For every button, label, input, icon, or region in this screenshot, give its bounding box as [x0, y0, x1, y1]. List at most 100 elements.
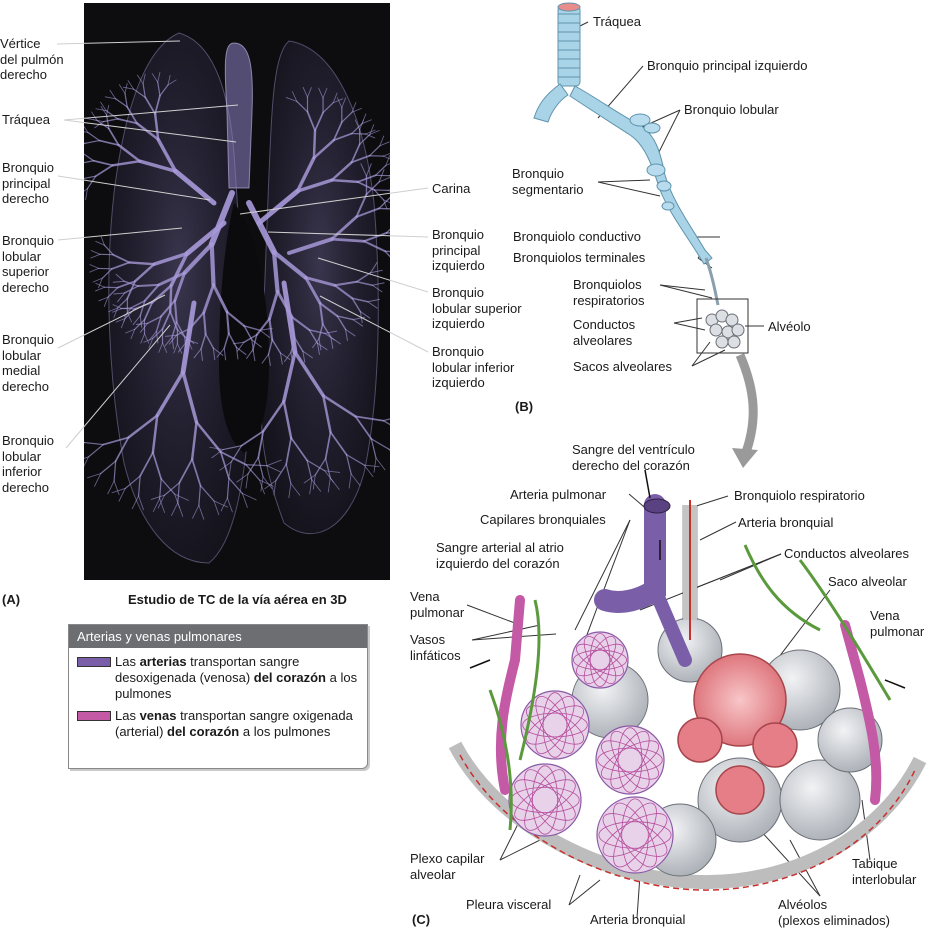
ct-bronchus-segment: [283, 352, 292, 362]
ct-bronchus-segment: [169, 251, 189, 288]
ct-bronchus-segment: [336, 97, 343, 109]
ct-bronchus-segment: [252, 334, 258, 351]
ct-bronchus-segment: [350, 473, 361, 487]
ct-bronchus-segment: [92, 277, 103, 283]
ct-bronchus-segment: [142, 73, 146, 85]
ct-bronchus-segment: [282, 400, 293, 440]
detail-box: [696, 298, 749, 354]
ct-bronchus-segment: [212, 283, 229, 314]
ct-bronchus-segment: [279, 352, 283, 365]
ct-bronchus-segment: [260, 476, 264, 492]
artery-swatch: [77, 657, 111, 667]
ct-bronchus-segment: [84, 153, 95, 162]
ct-bronchus-segment: [152, 451, 162, 480]
ct-bronchus-segment: [202, 283, 215, 314]
ct-bronchus-segment: [106, 104, 110, 116]
ct-bronchus-segment: [379, 135, 385, 147]
ct-bronchus-segment: [230, 445, 243, 463]
ct-bronchus-segment: [174, 493, 189, 501]
ct-bronchus-segment: [152, 251, 189, 266]
capillary-loop: [524, 769, 566, 831]
capillary-loop: [573, 649, 628, 671]
ct-bronchus-segment: [329, 431, 348, 456]
ct-bronchus-segment: [200, 333, 207, 350]
ct-bronchus-segment: [225, 310, 230, 335]
ct-bronchus-segment: [296, 100, 309, 113]
ct-bronchus-segment: [365, 133, 376, 139]
capillary-loop: [522, 712, 588, 738]
capillary-plexus: [508, 631, 674, 874]
ct-bronchus-segment: [268, 317, 274, 341]
label-pleura-visceral: Pleura visceral: [466, 897, 552, 912]
ct-bronchus-segment: [84, 125, 89, 133]
ct-bronchus-segment: [359, 119, 364, 131]
ct-bronchus-segment: [275, 463, 287, 482]
ct-bronchus-segment: [385, 228, 390, 234]
ct-bronchus-segment: [290, 437, 308, 462]
ct-bronchus-segment: [267, 338, 273, 356]
ct-bronchus-segment: [341, 97, 347, 109]
capillary-loop: [601, 740, 659, 780]
ct-bronchus-segment: [236, 341, 245, 352]
ct-bronchus-segment: [354, 415, 373, 440]
ct-bronchus-segment: [383, 152, 390, 157]
respiratory-bronchiole: [704, 257, 720, 306]
ct-bronchus-segment: [345, 454, 352, 475]
ct-scan-image: [84, 3, 390, 580]
vein-swatch: [77, 711, 111, 721]
ct-bronchus-segment: [89, 267, 100, 273]
ct-bronchus-segment: [325, 457, 331, 479]
ct-bronchus-segment: [102, 118, 119, 123]
ct-bronchus-segment: [171, 502, 179, 516]
ct-bronchus-segment: [190, 420, 198, 461]
ct-bronchus-segment: [200, 348, 203, 361]
ct-bronchus-segment: [321, 394, 357, 418]
ct-bronchus-segment: [157, 72, 161, 83]
ct-bronchus-segment: [84, 142, 86, 144]
ct-bronchus-segment: [157, 81, 161, 97]
capillary-loop: [535, 696, 575, 754]
ct-bronchus-segment: [271, 249, 308, 280]
ct-bronchus-segment: [219, 451, 230, 480]
ct-bronchus-segment: [324, 470, 335, 483]
ct-bronchus-segment: [365, 163, 372, 177]
ct-bronchus-segment: [171, 336, 175, 350]
capillary-loop: [583, 636, 617, 684]
ct-bronchus-segment: [287, 237, 334, 255]
ct-bronchus-segment: [309, 479, 313, 495]
ct-bronchus-segment: [242, 493, 257, 501]
ct-bronchus-segment: [89, 264, 100, 269]
ct-bronchus-segment: [222, 445, 243, 451]
ct-bronchus-segment: [87, 131, 101, 142]
ct-bronchus-segment: [324, 470, 341, 473]
ct-bronchus-segment: [94, 473, 102, 487]
ct-bronchus-segment: [285, 97, 298, 102]
ct-bronchus-segment: [226, 477, 230, 499]
capillary-loop: [524, 769, 566, 831]
ct-bronchus-segment: [285, 463, 292, 485]
bronchial-artery-pleura: [459, 754, 916, 891]
ct-bronchus-segment: [122, 86, 135, 90]
ct-bronchus-segment: [92, 159, 114, 167]
ct-bronchus-segment: [133, 88, 146, 98]
ct-bronchus-segment: [84, 160, 95, 164]
capillary-loop: [597, 747, 663, 773]
ct-bronchus-segment: [375, 164, 387, 176]
ct-bronchus-segment: [293, 337, 304, 352]
ct-bronchus-segment: [332, 132, 353, 142]
ct-bronchus-segment: [114, 98, 128, 108]
ct-bronchus-segment: [361, 119, 372, 125]
ct-bronchus-segment: [330, 178, 359, 184]
capillary-loop: [602, 813, 668, 857]
ct-bronchus-segment: [84, 456, 89, 459]
ct-bronchus-segment: [84, 456, 89, 467]
capillary-loop: [610, 731, 650, 789]
ct-bronchus-segment: [84, 441, 104, 446]
ct-bronchus-segment: [101, 268, 113, 279]
capillary-loop: [589, 633, 611, 688]
ct-bronchus-segment: [167, 74, 171, 86]
ct-bronchus-segment: [198, 484, 201, 506]
